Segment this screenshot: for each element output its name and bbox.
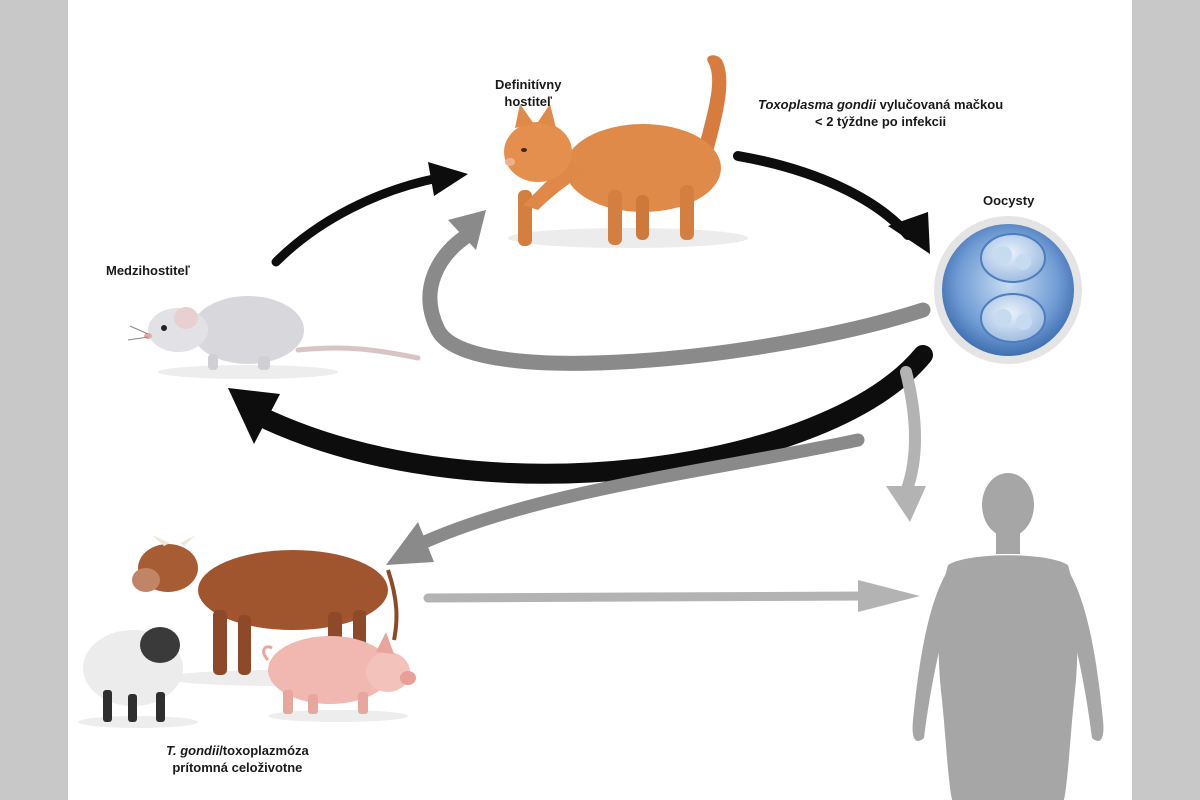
label-shedding-species: Toxoplasma gondii xyxy=(758,97,876,112)
arrow-oocyst-to-livestock xyxy=(411,433,865,552)
label-oocysts-text: Oocysty xyxy=(983,193,1035,208)
cat-illustration xyxy=(504,55,748,248)
arrow-oocyst-to-mouse-head xyxy=(228,388,280,444)
label-lifelong-line1: T. gondii/toxoplazmóza xyxy=(166,742,309,759)
label-lifelong: T. gondii/toxoplazmóza prítomná celoživo… xyxy=(166,742,309,776)
arrow-mouse-to-cat-head xyxy=(428,162,468,196)
arrow-oocyst-to-livestock-head xyxy=(386,522,434,565)
arrow-cat-to-oocyst xyxy=(733,151,913,240)
label-intermediate-host: Medzihostiteľ xyxy=(106,262,190,279)
arrow-oocyst-to-cat-loop xyxy=(422,227,931,371)
diagram-panel: Definitívny hostiteľ Toxoplasma gondii v… xyxy=(68,0,1132,800)
arrow-cat-to-oocyst-head xyxy=(888,212,930,254)
pig-illustration xyxy=(262,632,416,722)
label-lifelong-line2: prítomná celoživotne xyxy=(172,760,303,775)
arrow-oocyst-to-cat-loop-head xyxy=(448,210,486,250)
label-definitive-host: Definitívny hostiteľ xyxy=(495,76,561,110)
label-definitive-host-line1: Definitívny xyxy=(495,77,562,92)
label-shedding: Toxoplasma gondii vylučovaná mačkou < 2 … xyxy=(758,96,1003,130)
sheep-illustration xyxy=(78,627,198,728)
label-oocysts: Oocysty xyxy=(983,192,1034,209)
life-cycle-diagram xyxy=(78,55,1104,800)
mouse-illustration xyxy=(127,296,421,379)
arrow-livestock-to-human-head xyxy=(858,580,920,612)
oocyst-microscope-icon xyxy=(934,216,1082,364)
label-intermediate-host-text: Medzihostiteľ xyxy=(106,263,190,278)
label-definitive-host-line2: hostiteľ xyxy=(504,94,553,109)
label-lifelong-species: T. gondii xyxy=(166,743,220,758)
arrow-oocyst-to-mouse xyxy=(258,345,933,484)
arrow-livestock-to-human xyxy=(423,591,873,603)
label-shedding-line2: < 2 týždne po infekcii xyxy=(815,114,947,129)
arrow-mouse-to-cat xyxy=(271,173,443,267)
human-silhouette xyxy=(912,473,1104,800)
livestock-group xyxy=(78,535,416,728)
label-shedding-rest: vylučovaná mačkou xyxy=(875,97,1004,112)
label-lifelong-rest: /toxoplazmóza xyxy=(219,743,309,758)
label-shedding-line1: Toxoplasma gondii vylučovaná mačkou xyxy=(758,96,1003,113)
arrow-oocyst-to-human-head xyxy=(886,486,926,522)
arrow-oocyst-to-human xyxy=(900,366,921,498)
arrows-layer xyxy=(228,151,933,612)
